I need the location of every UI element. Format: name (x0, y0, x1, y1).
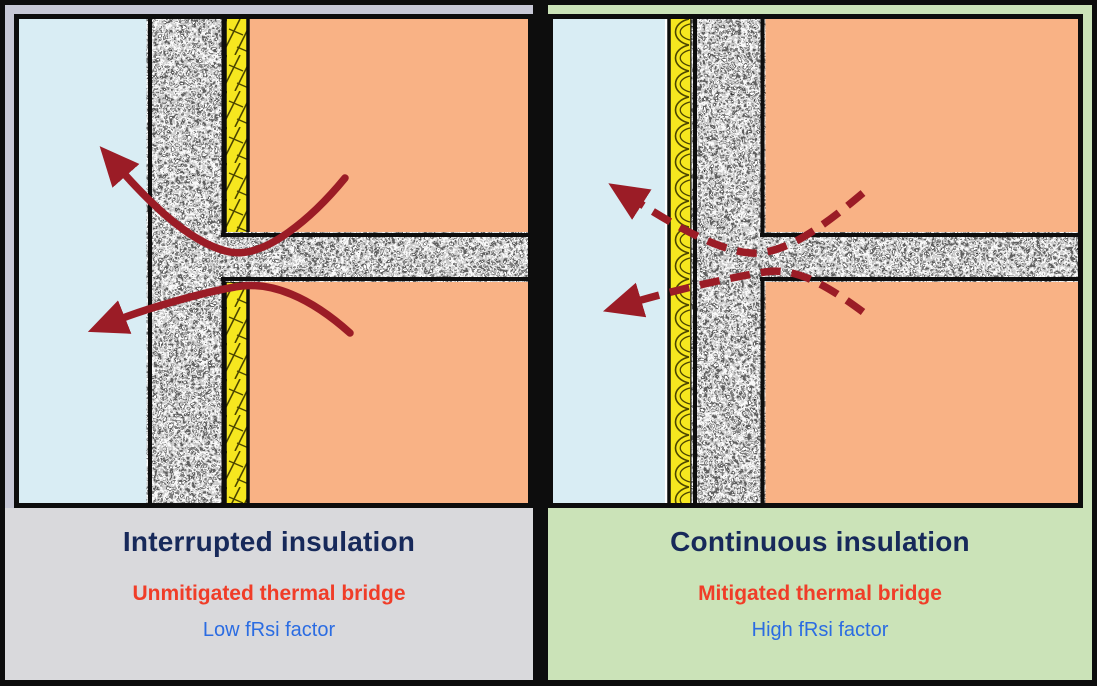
panel-title: Interrupted insulation (122, 526, 416, 557)
diagram-continuous-svg (553, 19, 1078, 503)
panel-subtitle: Mitigated thermal bridge (698, 582, 942, 605)
floor-slab (215, 233, 528, 281)
caption-interrupted: Interrupted insulation Unmitigated therm… (5, 508, 533, 680)
insulation-layer-upper-segment (223, 19, 250, 237)
heat-flow-arrow-lower (87, 281, 354, 337)
concrete-wall (148, 19, 223, 503)
panel-note: High fRsi factor (751, 619, 889, 641)
floor-slab (756, 233, 1078, 281)
concrete-wall (693, 19, 764, 503)
diagram-continuous (548, 14, 1083, 508)
panel-title: Continuous insulation (670, 526, 970, 557)
heat-flow-arrows-solid (87, 146, 354, 337)
panel-subtitle: Unmitigated thermal bridge (132, 582, 406, 605)
cold-exterior-region (553, 19, 665, 503)
heat-flow-arrows-dashed (602, 183, 866, 318)
diagram-interrupted-svg (19, 19, 528, 503)
heat-flow-arrow-lower (602, 267, 866, 318)
caption-continuous: Continuous insulation Mitigated thermal … (548, 508, 1092, 680)
structure-borders (148, 19, 528, 503)
diagram-interrupted (14, 14, 533, 508)
panel-note: Low fRsi factor (202, 619, 336, 641)
panel-continuous-insulation: Continuous insulation Mitigated thermal … (548, 5, 1092, 680)
insulation-layer-continuous (667, 19, 694, 503)
heat-flow-arrow-upper (608, 183, 866, 257)
panel-interrupted-insulation: Interrupted insulation Unmitigated therm… (5, 5, 533, 680)
heat-flow-arrow-upper (99, 146, 349, 257)
insulation-layer-lower-segment (223, 279, 250, 503)
cold-exterior-region (19, 19, 148, 503)
